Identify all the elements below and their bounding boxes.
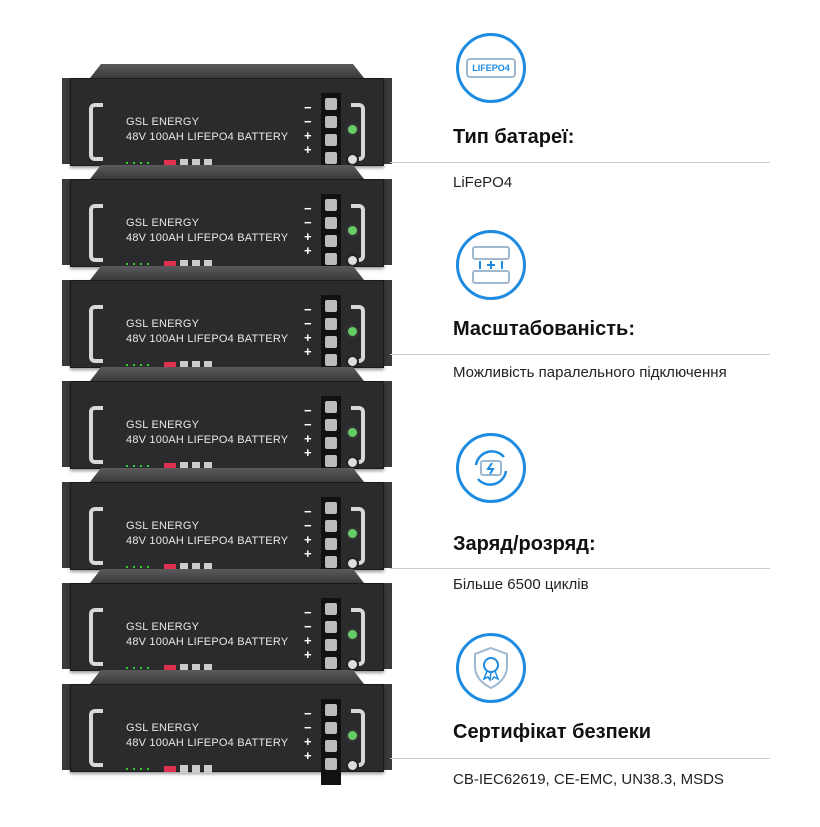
terminal-block	[321, 598, 341, 684]
power-switch-icon	[346, 729, 359, 742]
rack-handle	[89, 103, 103, 161]
feature-text: CB-IEC62619, CE-EMC, UN38.3, MSDS	[453, 771, 724, 788]
feature-title: Тип батареї:	[453, 126, 575, 148]
rack-handle	[89, 204, 103, 262]
feature-title: Сертифікат безпеки	[453, 721, 652, 743]
terminal-block	[321, 497, 341, 583]
rack-handle	[89, 608, 103, 666]
port-panel	[126, 260, 212, 268]
polarity-signs: −−++	[304, 100, 312, 157]
polarity-signs: −−++	[304, 302, 312, 359]
port-panel	[126, 563, 212, 571]
port-panel	[126, 361, 212, 369]
power-switch-icon	[346, 325, 359, 338]
power-switch-icon	[346, 527, 359, 540]
port-panel	[126, 159, 212, 167]
ground-jack-icon	[346, 759, 359, 772]
rack-handle	[89, 507, 103, 565]
power-switch-icon	[346, 224, 359, 237]
polarity-signs: −−++	[304, 403, 312, 460]
lifepo4-battery-icon: LIFEPO4	[456, 33, 526, 103]
terminal-block	[321, 396, 341, 482]
parallel-batteries-icon	[456, 230, 526, 300]
terminal-block	[321, 194, 341, 280]
power-switch-icon	[346, 628, 359, 641]
polarity-signs: −−++	[304, 605, 312, 662]
rack-handle	[89, 305, 103, 363]
port-panel	[126, 765, 212, 773]
polarity-signs: −−++	[304, 706, 312, 763]
rack-handle	[89, 709, 103, 767]
safety-shield-icon	[456, 633, 526, 703]
terminal-block	[321, 93, 341, 179]
port-panel	[126, 462, 212, 470]
rack-handle	[89, 406, 103, 464]
charge-cycle-icon	[456, 433, 526, 503]
feature-text: Можливість паралельного підключення	[453, 364, 727, 381]
port-panel	[126, 664, 212, 672]
feature-text: LiFePO4	[453, 174, 513, 191]
feature-title: Масштабованість:	[453, 318, 635, 340]
feature-text: Більше 6500 циклів	[453, 576, 589, 593]
power-switch-icon	[346, 426, 359, 439]
polarity-signs: −−++	[304, 201, 312, 258]
polarity-signs: −−++	[304, 504, 312, 561]
terminal-block	[321, 699, 341, 785]
power-switch-icon	[346, 123, 359, 136]
feature-title: Заряд/розряд:	[453, 533, 596, 555]
terminal-block	[321, 295, 341, 381]
